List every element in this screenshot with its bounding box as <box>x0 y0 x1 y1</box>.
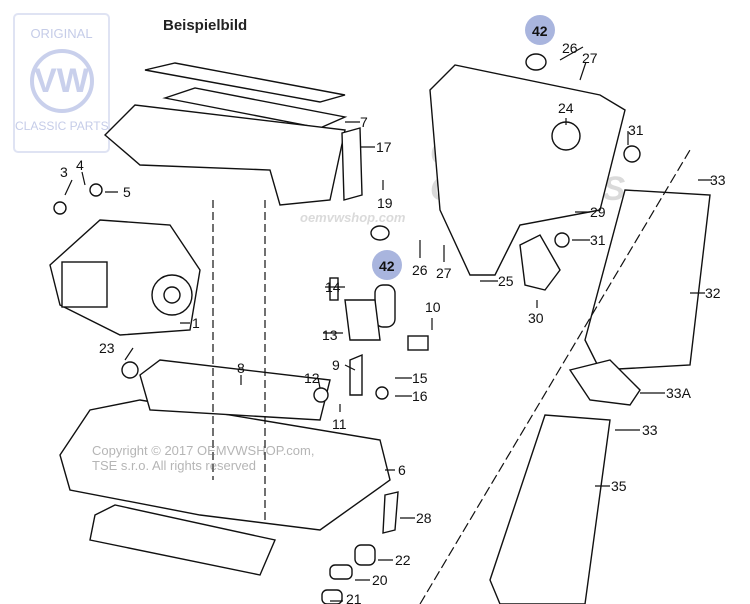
highlight-42-top <box>525 15 555 45</box>
callout-3[interactable]: 3 <box>60 164 68 180</box>
heat-exchanger-right <box>419 149 711 604</box>
callout-1[interactable]: 1 <box>192 315 200 331</box>
diagram-title: Beispielbild <box>163 17 248 34</box>
highlight-42-middle <box>372 250 402 280</box>
callout-13[interactable]: 13 <box>322 327 338 343</box>
leader-lines <box>64 46 712 602</box>
callout-6[interactable]: 6 <box>398 462 406 478</box>
callout-42[interactable]: 42 <box>532 23 548 39</box>
callout-33[interactable]: 33 <box>642 422 658 438</box>
copyright-watermark: Copyright © 2017 OEMVWSHOP.com, TSE s.r.… <box>92 443 314 473</box>
assembly-axes <box>212 200 266 520</box>
watermark-url: oemvwshop.com <box>300 210 406 225</box>
vw-logo-icon: VW <box>29 49 94 113</box>
logo-text-original: ORIGINAL <box>30 26 93 41</box>
callout-5[interactable]: 5 <box>123 184 131 200</box>
callout-32[interactable]: 32 <box>705 285 721 301</box>
original-classic-parts-logo: ORIGINAL VW CLASSIC PARTS <box>13 13 110 153</box>
callout-33[interactable]: 33 <box>710 172 726 188</box>
callout-8[interactable]: 8 <box>237 360 245 376</box>
callout-20[interactable]: 20 <box>372 572 388 588</box>
callout-33a[interactable]: 33A <box>666 385 692 401</box>
copyright-line-1: Copyright © 2017 OEMVWSHOP.com, <box>92 443 315 458</box>
callout-15[interactable]: 15 <box>412 370 428 386</box>
callout-22[interactable]: 22 <box>395 552 411 568</box>
bracket-assembly <box>341 53 641 291</box>
callout-17[interactable]: 17 <box>376 139 392 155</box>
callout-26[interactable]: 26 <box>562 40 578 56</box>
heater-housing <box>59 359 391 576</box>
callout-14[interactable]: 14 <box>325 279 341 295</box>
callout-26[interactable]: 26 <box>412 262 428 278</box>
callout-25[interactable]: 25 <box>498 273 514 289</box>
callout-4[interactable]: 4 <box>76 157 84 173</box>
callout-7[interactable]: 7 <box>360 114 368 130</box>
callout-31[interactable]: 31 <box>628 122 644 138</box>
callout-9[interactable]: 9 <box>332 357 340 373</box>
callout-11[interactable]: 11 <box>332 416 347 432</box>
callout-12[interactable]: 12 <box>304 370 320 386</box>
callout-29[interactable]: 29 <box>590 204 606 220</box>
callout-10[interactable]: 10 <box>425 299 441 315</box>
callout-16[interactable]: 16 <box>412 388 428 404</box>
callout-42[interactable]: 42 <box>379 258 395 274</box>
small-hardware <box>53 183 429 604</box>
callout-19[interactable]: 19 <box>377 195 393 211</box>
callout-27[interactable]: 27 <box>436 265 452 281</box>
copyright-line-2: TSE s.r.o. All rights reserved <box>92 458 257 473</box>
callout-35[interactable]: 35 <box>611 478 627 494</box>
callout-31[interactable]: 31 <box>590 232 606 248</box>
blower-motor <box>49 219 201 336</box>
callout-21[interactable]: 21 <box>346 591 362 604</box>
callout-30[interactable]: 30 <box>528 310 544 326</box>
callout-24[interactable]: 24 <box>558 100 574 116</box>
logo-text-classic-parts: CLASSIC PARTS <box>15 119 109 133</box>
callout-28[interactable]: 28 <box>416 510 432 526</box>
callout-labels: 42 26 27 24 31 7 17 19 3 4 5 33 29 31 42… <box>60 23 726 604</box>
cover-plate <box>103 62 348 206</box>
callout-27[interactable]: 27 <box>582 50 598 66</box>
callout-23[interactable]: 23 <box>99 340 115 356</box>
